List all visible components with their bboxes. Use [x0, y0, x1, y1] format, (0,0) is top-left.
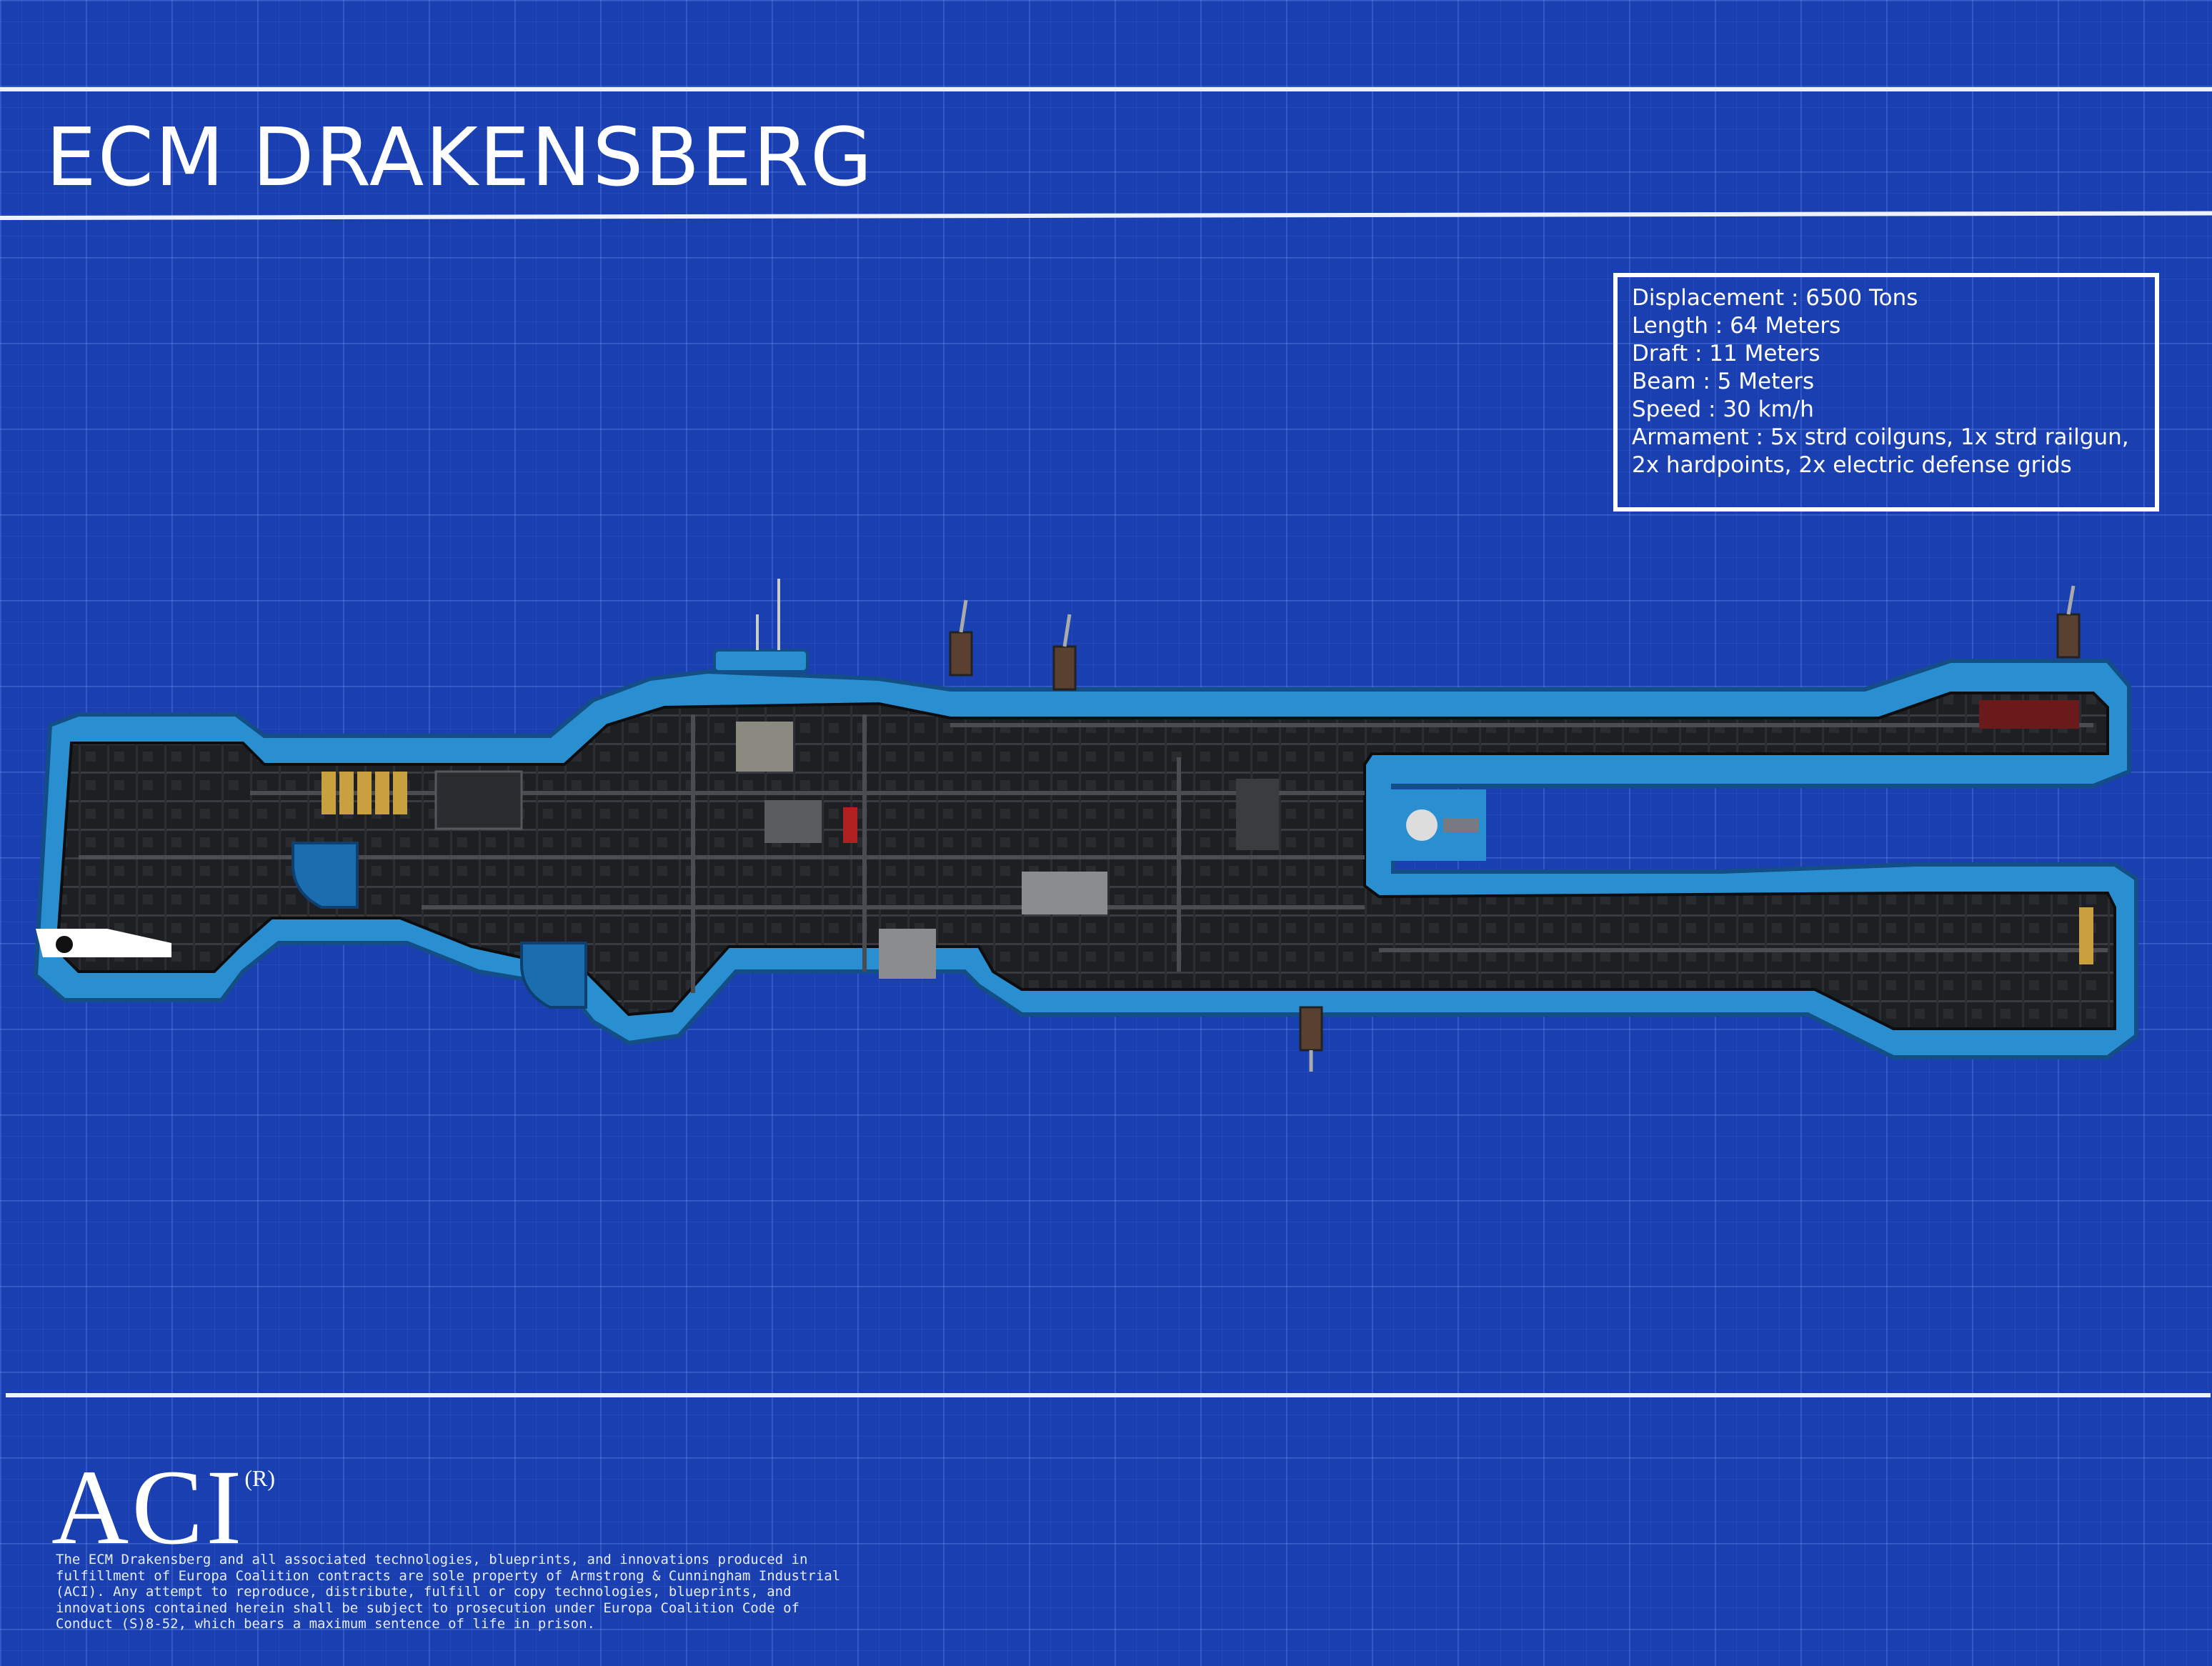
title-divider	[0, 211, 2212, 220]
turret-barrels	[959, 585, 2076, 1072]
fins	[292, 842, 587, 1009]
bow-plate	[36, 929, 171, 957]
bottom-divider	[6, 1393, 2211, 1397]
page-title: ECM DRAKENSBERG	[46, 111, 874, 204]
docking-bay	[1379, 789, 1486, 861]
spec-box: Displacement : 6500 Tons Length : 64 Met…	[1613, 273, 2159, 512]
conning-tower	[713, 579, 809, 673]
legal-notice: The ECM Drakensberg and all associated t…	[56, 1552, 841, 1632]
top-divider	[0, 87, 2212, 91]
aci-logo: ACI(R)	[51, 1448, 275, 1567]
spec-speed: Speed : 30 km/h	[1632, 396, 1814, 422]
spec-length: Length : 64 Meters	[1632, 313, 1841, 339]
spec-draft: Draft : 11 Meters	[1632, 341, 1820, 366]
spec-beam: Beam : 5 Meters	[1632, 369, 1815, 394]
spec-displacement: Displacement : 6500 Tons	[1632, 285, 1918, 311]
spec-armament: Armament : 5x strd coilguns, 1x strd rai…	[1632, 424, 2129, 478]
turrets	[949, 613, 2081, 1052]
submarine-blueprint	[33, 579, 2138, 1072]
registered-mark: (R)	[244, 1465, 275, 1491]
compartments	[322, 700, 2093, 979]
